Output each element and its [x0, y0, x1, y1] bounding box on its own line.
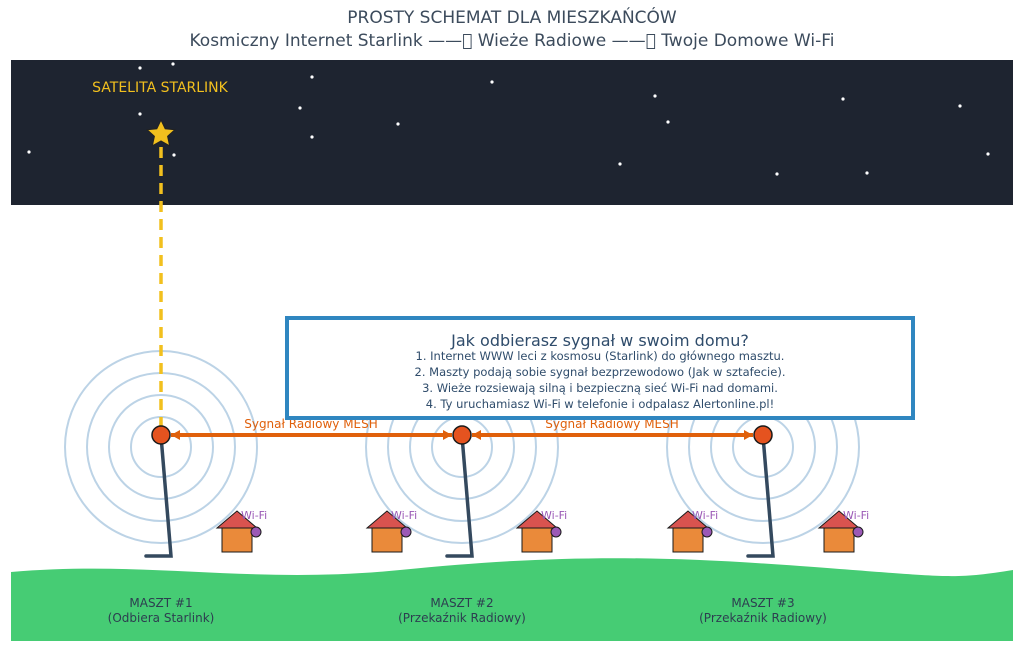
wifi-label: Wi-Fi	[241, 509, 267, 522]
wifi-label: Wi-Fi	[541, 509, 567, 522]
house-body	[672, 526, 704, 553]
house-roof	[817, 510, 861, 529]
houses-group: Wi-Fi Wi-Fi Wi-Fi Wi-Fi Wi-Fi	[215, 509, 869, 553]
star-dot	[653, 94, 657, 98]
house: Wi-Fi	[666, 509, 718, 553]
arrowhead-icon	[472, 430, 481, 440]
house: Wi-Fi	[365, 509, 417, 553]
star-dot	[490, 80, 494, 84]
mast-poles	[144, 434, 775, 558]
wifi-icon	[250, 526, 262, 538]
star-dot	[298, 106, 302, 110]
info-line-4: 4. Ty uruchamiasz Wi-Fi w telefonie i od…	[426, 397, 774, 411]
wifi-icon	[550, 526, 562, 538]
star-dot	[310, 75, 314, 79]
mast-node-3	[753, 425, 773, 445]
wifi-icon	[852, 526, 864, 538]
info-line-3: 3. Wieże rozsiewają silną i bezpieczną s…	[422, 381, 778, 395]
star-dot	[666, 120, 670, 124]
mesh-link-label: Sygnał Radiowy MESH	[545, 417, 679, 431]
mast-1-role: (Odbiera Starlink)	[108, 611, 215, 625]
house-body	[521, 526, 553, 553]
star-dot	[775, 172, 779, 176]
house: Wi-Fi	[215, 509, 267, 553]
house-body	[823, 526, 855, 553]
wifi-label: Wi-Fi	[843, 509, 869, 522]
mast-1-name: MASZT #1	[129, 596, 192, 610]
info-line-1: 1. Internet WWW leci z kosmosu (Starlink…	[416, 349, 785, 363]
star-dot	[310, 135, 314, 139]
satellite-label: SATELITA STARLINK	[92, 80, 229, 96]
house-roof	[215, 510, 259, 529]
info-line-2: 2. Maszty podają sobie sygnał bezprzewod…	[415, 365, 786, 379]
mast-2-name: MASZT #2	[430, 596, 493, 610]
wifi-label: Wi-Fi	[692, 509, 718, 522]
star-dot	[172, 153, 176, 157]
signal-wave	[108, 394, 214, 500]
mast-3-role: (Przekaźnik Radiowy)	[699, 611, 827, 625]
house-body	[221, 526, 253, 553]
house-body	[371, 526, 403, 553]
mast-pole	[746, 434, 775, 558]
star-icon	[146, 118, 176, 147]
star-dot	[138, 112, 142, 116]
star-dot	[27, 150, 31, 154]
star-dot	[618, 162, 622, 166]
mast-2-role: (Przekaźnik Radiowy)	[398, 611, 526, 625]
star-dot	[958, 104, 962, 108]
info-box-title: Jak odbierasz sygnał w swoim domu?	[450, 331, 749, 350]
ground	[11, 558, 1013, 641]
star-dot	[865, 171, 869, 175]
star-dot	[396, 122, 400, 126]
mast-3-name: MASZT #3	[731, 596, 794, 610]
mesh-links: Sygnał Radiowy MESH Sygnał Radiowy MESH	[171, 417, 753, 440]
house-roof	[515, 510, 559, 529]
star-dot	[171, 62, 175, 66]
diagram-title: PROSTY SCHEMAT DLA MIESZKAŃCÓW	[347, 6, 677, 28]
mast-pole	[144, 434, 173, 558]
star-dot	[986, 152, 990, 156]
house-roof	[365, 510, 409, 529]
mast-node-2	[452, 425, 472, 445]
wifi-icon	[701, 526, 713, 538]
house: Wi-Fi	[817, 509, 869, 553]
star-dot	[138, 66, 142, 70]
arrowhead-icon	[171, 430, 180, 440]
mast-pole	[445, 434, 474, 558]
house-roof	[666, 510, 710, 529]
wifi-icon	[400, 526, 412, 538]
mast-node-1	[151, 425, 171, 445]
house: Wi-Fi	[515, 509, 567, 553]
mast-nodes	[151, 425, 773, 445]
info-box	[285, 316, 915, 420]
night-sky	[11, 60, 1013, 205]
diagram-subtitle: Kosmiczny Internet Starlink ——⃞ Wieże Ra…	[190, 31, 835, 51]
mesh-link-label: Sygnał Radiowy MESH	[244, 417, 378, 431]
arrowhead-icon	[443, 430, 452, 440]
stars-group	[27, 62, 990, 176]
star-dot	[841, 97, 845, 101]
wifi-label: Wi-Fi	[391, 509, 417, 522]
arrowhead-icon	[744, 430, 753, 440]
